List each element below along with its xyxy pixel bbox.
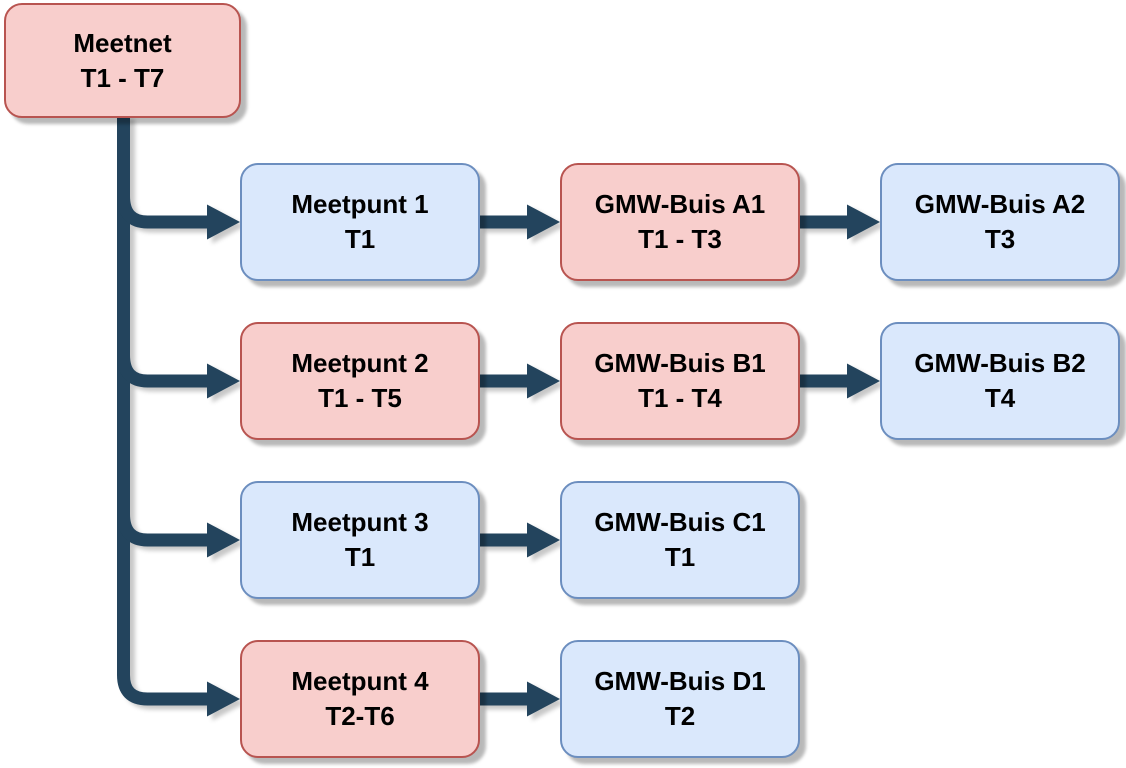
arrowhead-meetnet-meetpunt2 bbox=[207, 363, 240, 399]
arrowhead-gmwa1-gmwa2 bbox=[847, 204, 880, 240]
edge-meetnet-meetpunt3 bbox=[117, 513, 207, 547]
node-gmw-buis-a2: GMW-Buis A2 T3 bbox=[880, 163, 1120, 281]
node-sublabel: T1 - T3 bbox=[638, 224, 722, 254]
node-label: GMW-Buis D1 bbox=[594, 666, 766, 696]
node-meetpunt1: Meetpunt 1 T1 bbox=[240, 163, 480, 281]
node-sublabel: T3 bbox=[984, 224, 1016, 254]
node-label: Meetpunt 4 bbox=[291, 666, 429, 696]
arrowhead-meetpunt3-gmwc1 bbox=[527, 522, 560, 558]
node-sublabel: T2-T6 bbox=[325, 701, 395, 731]
node-label: GMW-Buis B1 bbox=[594, 348, 766, 378]
node-gmw-buis-d1: GMW-Buis D1 T2 bbox=[560, 640, 800, 758]
node-label: Meetnet bbox=[73, 27, 172, 58]
node-label: Meetpunt 1 bbox=[291, 189, 429, 219]
arrowhead-meetpunt2-gmwb1 bbox=[527, 363, 560, 399]
arrowhead-meetpunt4-gmwd1 bbox=[527, 681, 560, 717]
node-sublabel: T1 - T5 bbox=[318, 383, 402, 413]
node-gmw-buis-a1: GMW-Buis A1 T1 - T3 bbox=[560, 163, 800, 281]
node-sublabel: T1 - T7 bbox=[80, 62, 165, 93]
node-meetpunt4: Meetpunt 4 T2-T6 bbox=[240, 640, 480, 758]
node-label: GMW-Buis A1 bbox=[594, 189, 766, 219]
arrowhead-meetnet-meetpunt1 bbox=[207, 204, 240, 240]
node-meetpunt2: Meetpunt 2 T1 - T5 bbox=[240, 322, 480, 440]
node-label: GMW-Buis C1 bbox=[594, 507, 766, 537]
node-sublabel: T4 bbox=[984, 383, 1016, 413]
node-label: Meetpunt 2 bbox=[291, 348, 429, 378]
edge-meetnet-meetpunt1 bbox=[117, 195, 207, 229]
node-sublabel: T1 bbox=[664, 542, 696, 572]
node-gmw-buis-b2: GMW-Buis B2 T4 bbox=[880, 322, 1120, 440]
node-meetpunt3: Meetpunt 3 T1 bbox=[240, 481, 480, 599]
node-label: GMW-Buis A2 bbox=[914, 189, 1086, 219]
node-gmw-buis-c1: GMW-Buis C1 T1 bbox=[560, 481, 800, 599]
edge-meetnet-meetpunt2 bbox=[117, 354, 207, 388]
arrowhead-meetnet-meetpunt4 bbox=[207, 681, 240, 717]
node-label: GMW-Buis B2 bbox=[914, 348, 1086, 378]
arrowhead-gmwb1-gmwb2 bbox=[847, 363, 880, 399]
arrowhead-meetpunt1-gmwa1 bbox=[527, 204, 560, 240]
node-label: Meetpunt 3 bbox=[291, 507, 429, 537]
node-sublabel: T1 bbox=[344, 224, 376, 254]
node-gmw-buis-b1: GMW-Buis B1 T1 - T4 bbox=[560, 322, 800, 440]
node-sublabel: T2 bbox=[664, 701, 696, 731]
node-meetnet: Meetnet T1 - T7 bbox=[4, 3, 241, 118]
node-sublabel: T1 bbox=[344, 542, 376, 572]
node-sublabel: T1 - T4 bbox=[638, 383, 722, 413]
edge-meetnet-trunk bbox=[117, 115, 207, 706]
arrowhead-meetnet-meetpunt3 bbox=[207, 522, 240, 558]
